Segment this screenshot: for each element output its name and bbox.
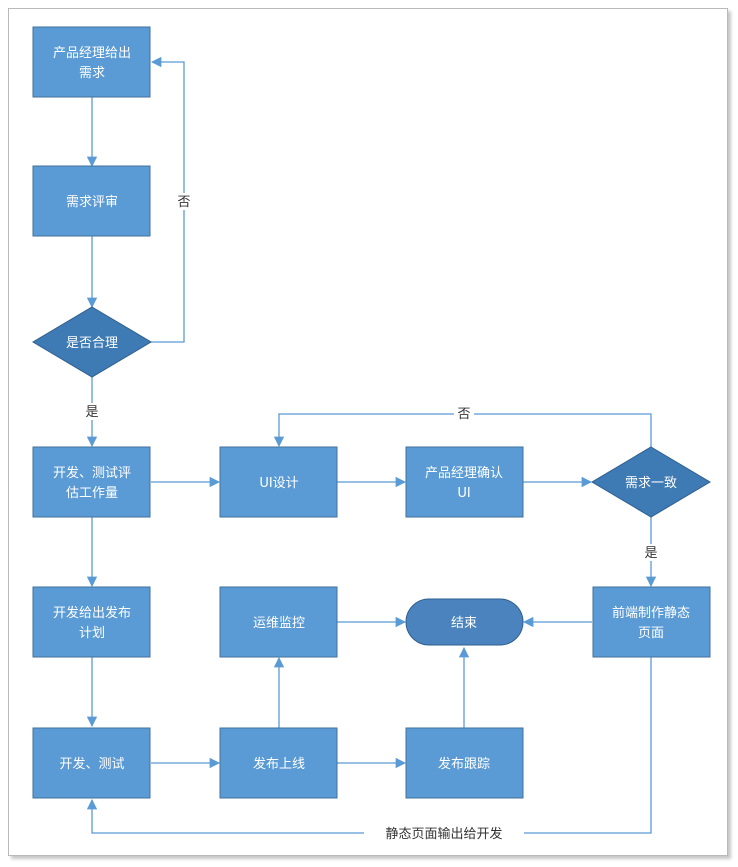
node-text-line: 需求: [79, 66, 105, 81]
node-text-line: 开发、测试评: [53, 465, 131, 481]
label-yes-1: 是: [85, 405, 98, 420]
node-end[interactable]: [405, 598, 524, 646]
nodes: 产品经理给出需求 需求评审 开发、测试评估工作量 UI设计 产品经理确认 UI 开…: [32, 26, 711, 799]
node-pm-requirement[interactable]: [32, 26, 151, 98]
node-ui-design-text: UI设计: [259, 476, 298, 491]
node-text-line: 需求评审: [66, 195, 118, 210]
node-pm-confirm-ui-text: 产品经理确认 UI: [425, 466, 503, 501]
node-text-line: 开发、测试: [59, 756, 124, 772]
label-yes-2: 是: [644, 546, 657, 561]
node-text-line: 发布上线: [253, 756, 305, 772]
node-req-review-text: 需求评审: [66, 195, 118, 210]
node-release-plan-text: 开发给出发布计划: [53, 605, 131, 641]
node-text-line: 结束: [451, 616, 477, 631]
node-text-line: UI设计: [259, 476, 298, 491]
node-is-reasonable-text: 是否合理: [66, 336, 118, 351]
node-release-online-text: 发布上线: [253, 756, 305, 772]
node-text-line: 产品经理确认: [425, 466, 503, 481]
edge-labels: 否 是 否 是 静态页面输出给开发: [83, 193, 660, 842]
node-dev-test[interactable]: [32, 727, 151, 799]
node-text-line: 前端制作静态: [612, 605, 690, 621]
node-req-consistent[interactable]: [591, 446, 711, 518]
edge-frontend-to-devtest: [86, 657, 652, 834]
label-no-2: 否: [457, 407, 470, 422]
node-pm-requirement-text: 产品经理给出需求: [53, 46, 131, 81]
node-pm-confirm-ui[interactable]: [405, 446, 524, 518]
node-end-text: 结束: [451, 616, 477, 631]
node-req-consistent-text: 需求一致: [625, 476, 677, 491]
label-static-to-dev: 静态页面输出给开发: [385, 826, 502, 842]
node-text-line: 页面: [638, 626, 664, 641]
node-release-track-text: 发布跟踪: [438, 756, 490, 772]
node-frontend-static-text: 前端制作静态页面: [612, 605, 690, 641]
node-release-plan[interactable]: [32, 586, 151, 658]
node-ops-monitor-text: 运维监控: [253, 616, 305, 631]
node-dev-test-estimate[interactable]: [32, 446, 151, 518]
node-req-review[interactable]: [32, 165, 151, 237]
node-release-track[interactable]: [405, 727, 524, 799]
edges: [86, 56, 657, 834]
label-no-1: 否: [177, 195, 190, 210]
diagram-frame: [8, 8, 728, 856]
node-ops-monitor[interactable]: [219, 586, 338, 658]
node-frontend-static[interactable]: [592, 586, 711, 658]
node-text-line: UI: [457, 486, 470, 501]
node-text-line: 估工作量: [66, 486, 118, 501]
node-text-line: 运维监控: [253, 616, 305, 631]
node-text-line: 计划: [79, 626, 105, 641]
node-text-line: 需求一致: [625, 476, 677, 491]
node-text-line: 开发给出发布: [53, 605, 131, 621]
node-dev-test-estimate-text: 开发、测试评估工作量: [53, 465, 131, 501]
node-text-line: 产品经理给出: [53, 46, 131, 61]
node-ui-design[interactable]: [219, 446, 338, 518]
node-dev-test-text: 开发、测试: [59, 756, 124, 772]
node-text-line: 是否合理: [66, 336, 118, 351]
node-text-line: 发布跟踪: [438, 756, 490, 772]
node-is-reasonable[interactable]: [32, 306, 152, 378]
node-release-online[interactable]: [219, 727, 338, 799]
